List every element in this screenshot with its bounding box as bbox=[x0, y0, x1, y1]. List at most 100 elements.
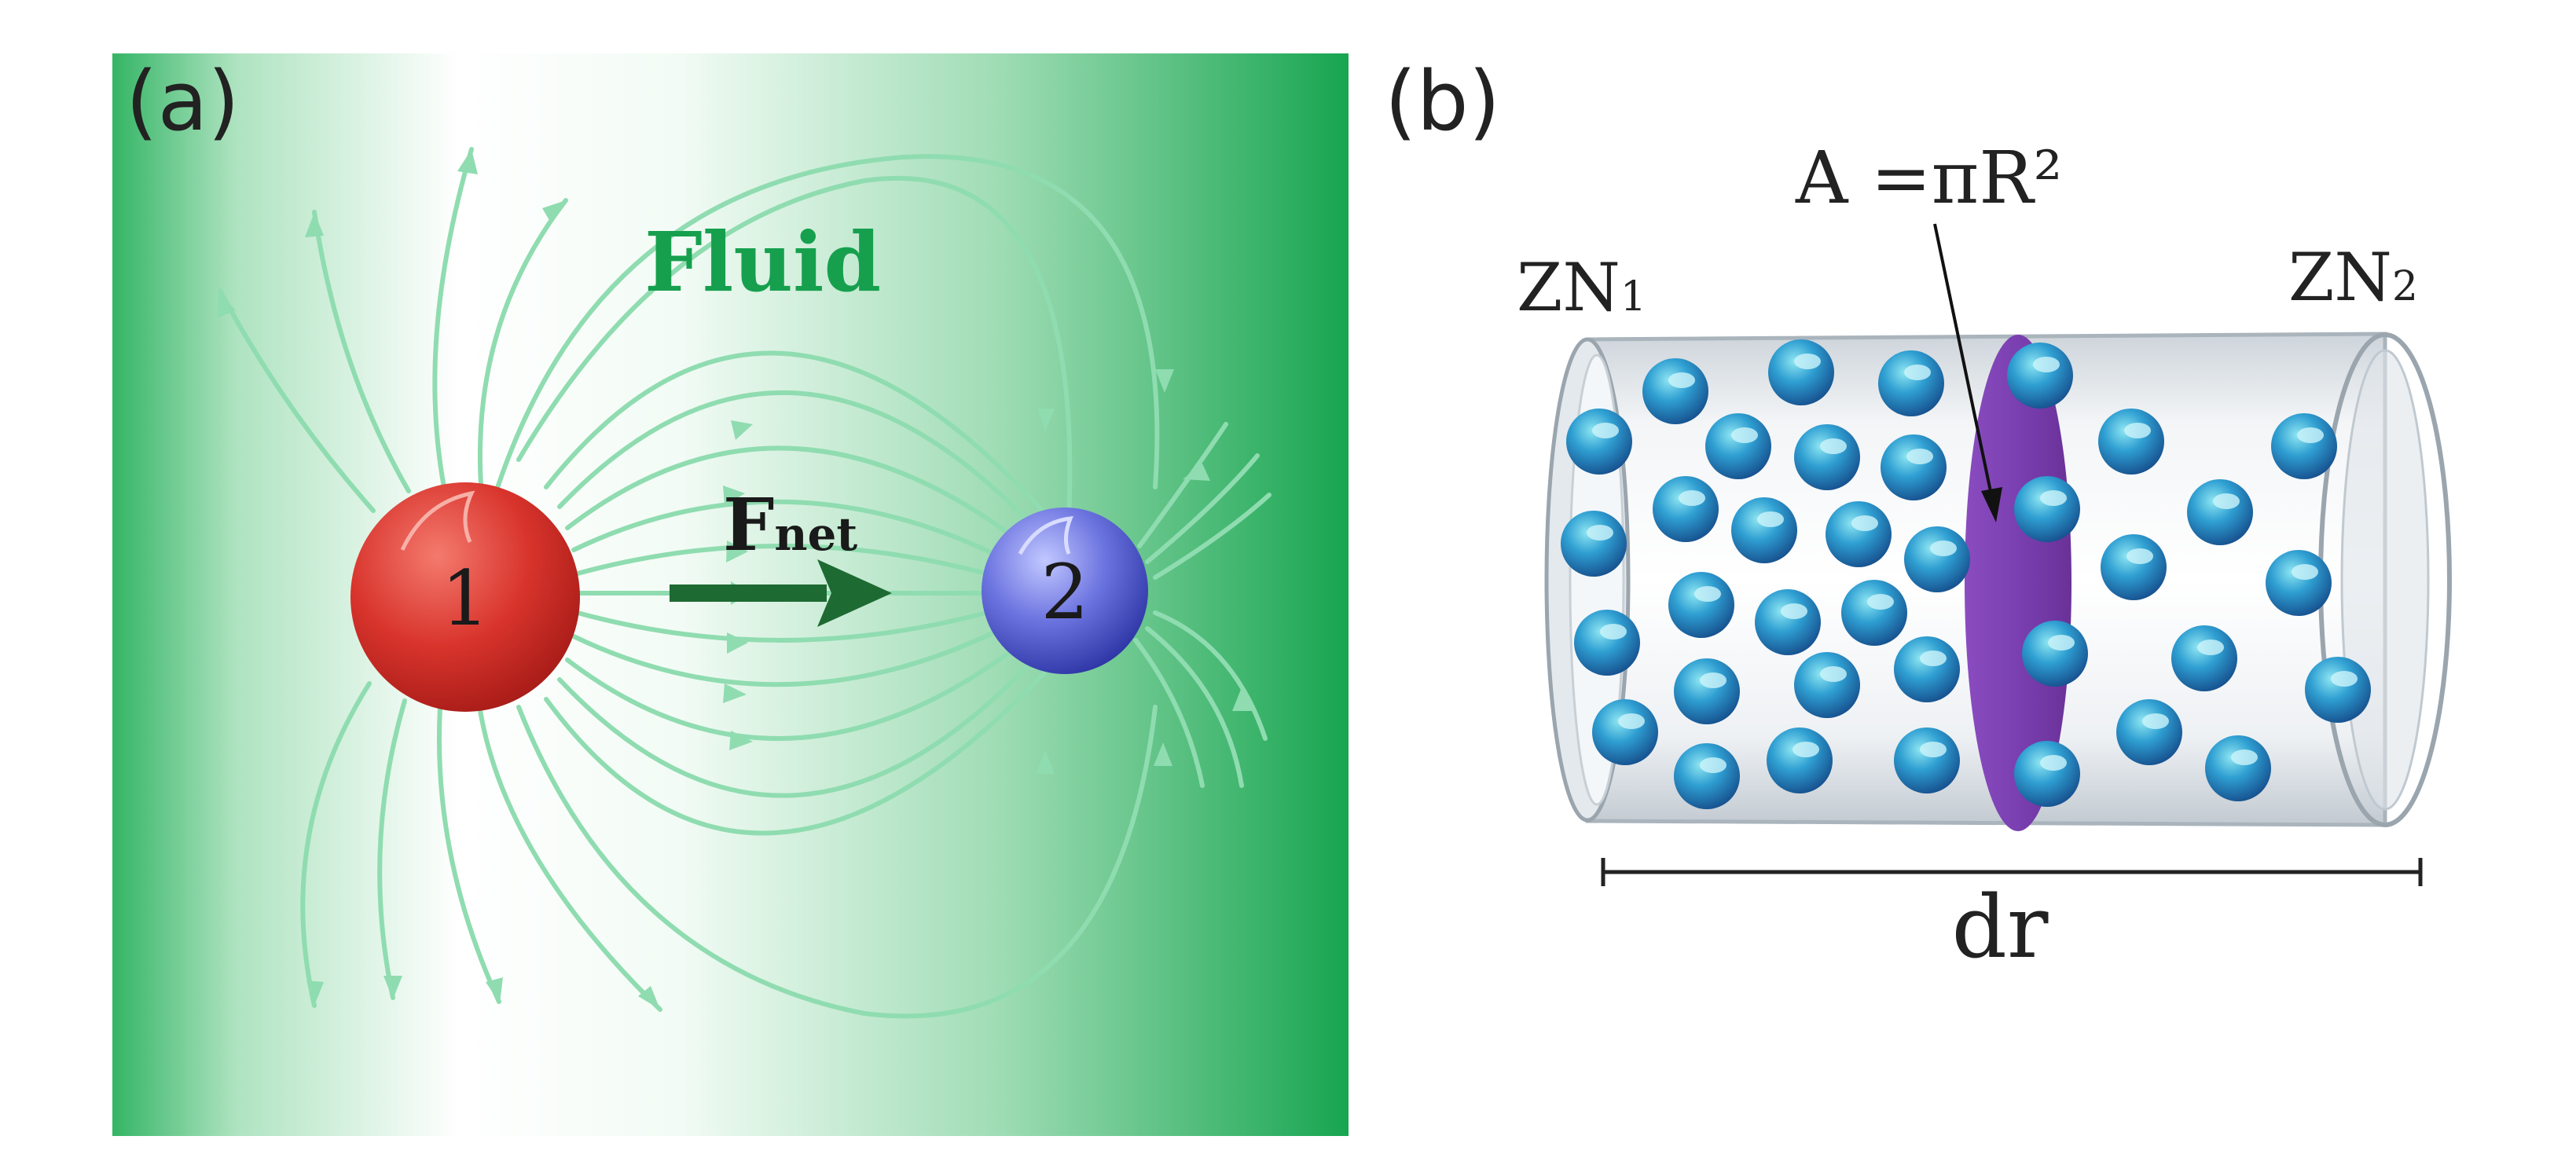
length-label: dr bbox=[1952, 877, 2049, 977]
field-line bbox=[571, 630, 996, 687]
field-line bbox=[312, 210, 411, 493]
panel-a-letter: (a) bbox=[126, 53, 240, 149]
area-pointer bbox=[1933, 223, 2002, 522]
charge-1-highlight bbox=[400, 490, 475, 552]
field-arrowhead bbox=[1037, 409, 1055, 432]
field-line bbox=[1145, 626, 1244, 788]
particle bbox=[2305, 657, 2371, 723]
particle bbox=[2266, 550, 2332, 616]
field-line bbox=[575, 610, 989, 643]
particle bbox=[1705, 413, 1771, 479]
particle bbox=[1566, 409, 1632, 475]
particle bbox=[1767, 727, 1833, 793]
particle bbox=[1574, 610, 1640, 676]
field-line bbox=[432, 147, 474, 489]
field-arrowhead bbox=[486, 977, 503, 1003]
field-line bbox=[571, 499, 996, 556]
particle bbox=[1826, 501, 1892, 567]
field-arrowhead bbox=[726, 541, 748, 563]
particles bbox=[1561, 339, 2371, 809]
field-line bbox=[218, 288, 376, 513]
particle bbox=[2014, 741, 2080, 807]
field-line bbox=[557, 661, 1032, 798]
particle bbox=[1592, 699, 1658, 765]
particle bbox=[2022, 621, 2088, 687]
zn2-label: ZN2 bbox=[2288, 239, 2418, 316]
charge-2-highlight bbox=[1018, 516, 1073, 555]
field-arrowhead bbox=[723, 486, 745, 506]
net-force-arrow-shaft bbox=[670, 584, 827, 602]
area-label: A =πR² bbox=[1795, 136, 2062, 220]
field-arrowhead bbox=[1183, 464, 1210, 481]
charge-1: 1 bbox=[350, 482, 580, 712]
particle bbox=[1561, 511, 1627, 577]
panel-b: (b) bbox=[1385, 53, 2452, 977]
field-arrowhead bbox=[383, 976, 402, 999]
particle bbox=[1653, 476, 1719, 542]
particle bbox=[2187, 479, 2253, 545]
field-arrowhead bbox=[217, 292, 236, 318]
field-line bbox=[516, 705, 1158, 1019]
net-force-arrow bbox=[670, 559, 892, 627]
field-line bbox=[300, 681, 372, 1008]
field-line bbox=[436, 705, 501, 1004]
charge-2-label: 2 bbox=[1040, 548, 1088, 636]
particle bbox=[2171, 625, 2237, 691]
field-line bbox=[1153, 610, 1268, 741]
cross-section-area bbox=[1965, 335, 2071, 831]
charge-1-label: 1 bbox=[441, 555, 489, 643]
field-arrowhead bbox=[305, 212, 324, 237]
particle bbox=[1642, 358, 1708, 424]
field-line bbox=[377, 698, 407, 1000]
particle bbox=[1674, 743, 1740, 809]
field-arrowhead bbox=[727, 632, 748, 654]
particle bbox=[1881, 434, 1947, 500]
length-dimension bbox=[1601, 858, 2423, 886]
field-line bbox=[493, 154, 1160, 497]
particle bbox=[1794, 424, 1860, 490]
field-line bbox=[575, 544, 989, 576]
panel-b-letter: (b) bbox=[1385, 53, 1500, 149]
field-line bbox=[565, 650, 1012, 741]
field-arrowhead bbox=[1232, 687, 1253, 711]
field-arrowheads bbox=[217, 149, 1253, 1010]
field-arrowhead bbox=[638, 986, 660, 1010]
field-arrowhead bbox=[1155, 369, 1174, 393]
field-arrowhead bbox=[457, 149, 478, 174]
field-arrowhead bbox=[723, 683, 747, 703]
particle bbox=[2007, 343, 2073, 409]
field-line bbox=[1145, 453, 1260, 564]
particle bbox=[2101, 534, 2167, 600]
field-arrowhead bbox=[306, 980, 324, 1006]
particle bbox=[1794, 652, 1860, 718]
field-arrowhead bbox=[729, 731, 753, 750]
particle bbox=[2271, 413, 2337, 479]
field-line bbox=[516, 175, 1073, 521]
field-arrowhead bbox=[1036, 750, 1055, 774]
particle bbox=[1894, 727, 1960, 793]
field-line bbox=[1133, 638, 1205, 788]
particle bbox=[1894, 636, 1960, 702]
net-force-arrow-head bbox=[817, 559, 892, 627]
particle bbox=[1904, 526, 1970, 592]
net-force-label: Fnet bbox=[723, 482, 857, 567]
particle bbox=[2014, 476, 2080, 542]
fluid-label: Fluid bbox=[644, 214, 881, 310]
tube-right-end-inner bbox=[2340, 349, 2430, 811]
particle bbox=[1668, 572, 1734, 638]
panel-a: 1 2 Fnet Fluid (a) bbox=[112, 53, 1349, 1136]
field-line bbox=[544, 350, 1051, 521]
field-arrowhead bbox=[731, 420, 753, 440]
particle bbox=[1755, 589, 1821, 655]
particle bbox=[1731, 497, 1797, 563]
field-arrowhead bbox=[1154, 742, 1172, 766]
field-line bbox=[565, 445, 1012, 537]
particle bbox=[1878, 350, 1944, 416]
field-lines bbox=[218, 147, 1271, 1019]
particle bbox=[1768, 339, 1834, 405]
particle bbox=[2098, 409, 2164, 475]
field-arrowhead bbox=[542, 200, 566, 222]
particle bbox=[2205, 735, 2271, 801]
field-line bbox=[544, 665, 1051, 836]
